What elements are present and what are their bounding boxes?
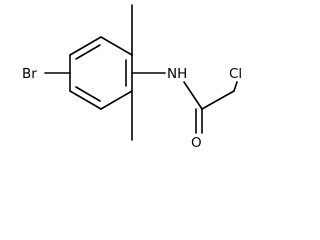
ch2-to-chlorine-bond	[233, 81, 238, 92]
bromine-label: Br	[22, 66, 37, 82]
ring-bond-top-right	[100, 36, 133, 56]
oxygen-label: O	[191, 135, 202, 150]
chlorine-label: Cl	[229, 66, 242, 82]
ring-bond-bottom-left	[69, 90, 102, 110]
ring-double-bond-top-left	[75, 44, 101, 60]
chemical-structure: Br NH O Cl	[22, 4, 242, 150]
ring-bond-top-left	[69, 36, 102, 56]
carbonyl-to-ch2-bond	[201, 90, 235, 110]
ring-bond-bottom-right	[100, 90, 133, 110]
nitrogen-hydrogen-label: NH	[167, 66, 187, 82]
benzene-ring	[69, 36, 133, 110]
ring-double-bond-bottom-left	[75, 86, 101, 102]
nitrogen-to-carbonyl-bond	[183, 81, 203, 110]
